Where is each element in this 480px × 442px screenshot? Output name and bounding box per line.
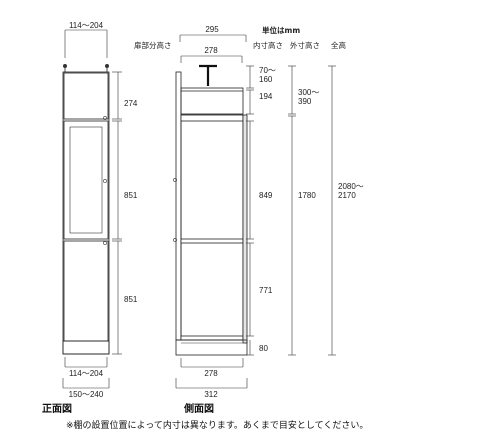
side-bottom-inner-width: 278 bbox=[204, 369, 218, 378]
base-height: 80 bbox=[259, 344, 268, 353]
header: 扉部分高さ 単位はmm 内寸高さ 外寸高さ 全高 bbox=[134, 25, 346, 50]
side-knob-icon bbox=[173, 178, 177, 182]
door-knob-icon bbox=[103, 179, 107, 183]
side-view: 295 278 bbox=[173, 25, 364, 415]
header-outer-height: 外寸高さ bbox=[290, 40, 320, 50]
side-bottom-board bbox=[180, 335, 244, 341]
side-main-body bbox=[180, 114, 244, 341]
side-view-label: 側面図 bbox=[183, 402, 214, 415]
side-middle-shelf bbox=[180, 238, 244, 244]
inner-lower-height: 771 bbox=[259, 286, 273, 295]
side-top-inner-width-dimension: 278 bbox=[180, 46, 243, 63]
front-bottom-inner-width: 114～204 bbox=[69, 369, 104, 378]
header-door-height: 扉部分高さ bbox=[134, 40, 172, 50]
front-bottom-width-dimension: 114～204 150～240 bbox=[62, 357, 110, 399]
unit-label: 単位はmm bbox=[262, 25, 300, 35]
side-bottom-width-dimension: 278 312 bbox=[175, 358, 248, 399]
inner-middle-height: 849 bbox=[259, 191, 273, 200]
door-bottom-height: 851 bbox=[124, 295, 138, 304]
front-plinth bbox=[62, 340, 110, 355]
door-top-height: 274 bbox=[124, 99, 138, 108]
front-door-bottom bbox=[63, 240, 109, 342]
front-view-label: 正面図 bbox=[42, 403, 72, 415]
side-top-shelf bbox=[180, 114, 244, 122]
side-top-outer-width-dimension: 295 bbox=[179, 25, 247, 42]
front-door-middle bbox=[63, 120, 109, 240]
inner-top-height: 70～160 bbox=[259, 66, 276, 84]
side-top-box bbox=[180, 87, 244, 115]
side-bottom-outer-width: 312 bbox=[204, 390, 218, 399]
side-plinth bbox=[175, 339, 248, 356]
tension-pole-icon bbox=[199, 64, 217, 86]
outer-height-dimension: 300～390 1780 bbox=[288, 65, 319, 356]
hinge-icon bbox=[105, 64, 109, 68]
door-height-dimension: 274 851 851 bbox=[112, 71, 138, 355]
door-knob-icon bbox=[103, 116, 107, 120]
front-door-top bbox=[63, 72, 109, 120]
side-top-inner-width: 278 bbox=[204, 46, 218, 55]
hinge-icon bbox=[63, 64, 67, 68]
total-height-dimension: 2080～2170 bbox=[328, 65, 364, 356]
inner-height-dimension: 70～160 194 849 771 80 bbox=[246, 65, 276, 356]
total-height: 2080～2170 bbox=[338, 182, 364, 200]
door-middle-height: 851 bbox=[124, 191, 138, 200]
front-bottom-outer-width: 150～240 bbox=[69, 390, 104, 399]
front-top-width: 114～204 bbox=[69, 21, 104, 30]
side-back-panel bbox=[242, 114, 248, 344]
front-top-width-dimension: 114～204 bbox=[64, 21, 108, 58]
front-view: 114～204 274 bbox=[42, 21, 138, 415]
outer-upper-height: 300～390 bbox=[298, 88, 319, 106]
door-knob-icon bbox=[103, 241, 107, 245]
footnote: ※棚の設置位置によって内寸は異なります。あくまで目安としてください。 bbox=[66, 419, 368, 431]
side-top-outer-width: 295 bbox=[205, 25, 219, 34]
side-knob-icon bbox=[173, 238, 177, 242]
inner-upper-height: 194 bbox=[259, 92, 273, 101]
header-inner-height: 内寸高さ bbox=[253, 40, 283, 50]
side-left-panel bbox=[175, 71, 182, 341]
header-total-height: 全高 bbox=[331, 40, 346, 50]
outer-main-height: 1780 bbox=[298, 191, 316, 200]
